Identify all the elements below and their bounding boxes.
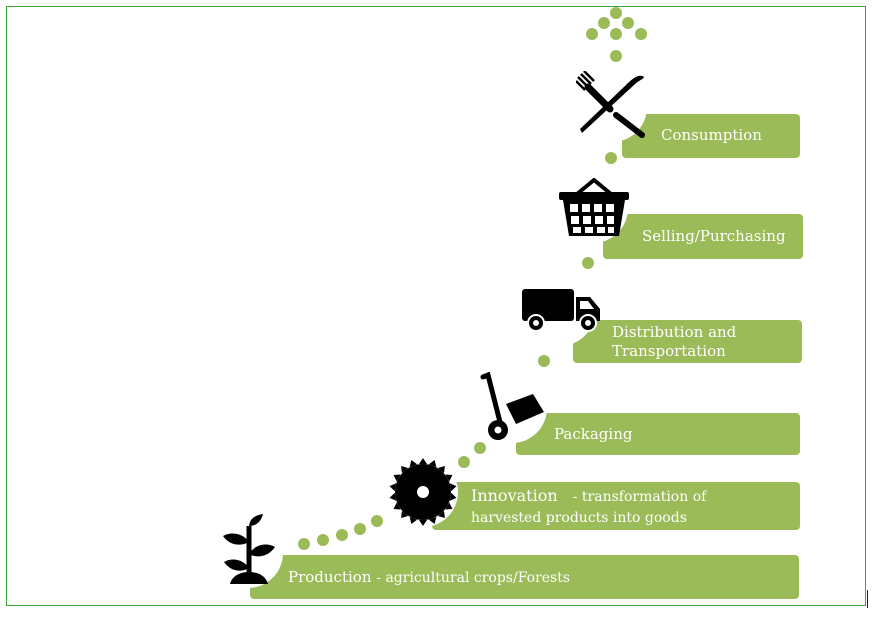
plant-icon [223,514,275,584]
shopping-basket-icon [559,178,629,236]
stage-title: Selling/Purchasing [642,227,786,245]
stage-bar-distribution: Distribution and Transportation [573,320,802,363]
stage-bar-packaging: Packaging [516,413,800,455]
path-dot [354,523,366,535]
path-dot [298,538,310,550]
path-dot [474,442,486,454]
stage-title: Consumption [661,126,762,144]
stage-title: Innovation [471,486,558,505]
path-dot [458,456,470,468]
stage-description-line2: harvested products into goods [471,510,687,526]
diagram-frame [6,6,866,606]
path-dot [582,257,594,269]
text-cursor [867,590,868,608]
path-dot [610,28,622,40]
path-dot [610,50,622,62]
path-dot [598,17,610,29]
path-dot [586,28,598,40]
stage-title-line2: Transportation [612,342,726,360]
path-dot [317,534,329,546]
path-dot [635,28,647,40]
path-dot [605,152,617,164]
fork-knife-icon [576,71,645,138]
stage-bar-consumption: Consumption [622,114,800,158]
stage-description: - agricultural crops/Forests [376,570,571,586]
path-dot [371,515,383,527]
path-dot [538,355,550,367]
stage-bar-innovation: Innovation - transformation of harvested… [432,482,800,530]
hand-truck-icon [480,372,544,440]
stage-title: Packaging [554,425,633,443]
stage-bar-production: Production - agricultural crops/Forests [250,555,799,599]
path-dot [610,7,622,19]
stage-title: Distribution and [612,323,737,341]
truck-icon [522,289,600,332]
stage-bar-selling: Selling/Purchasing [603,214,803,259]
saw-blade-icon [389,458,457,526]
stage-title: Production [288,568,372,586]
path-dot [622,17,634,29]
stage-description: - transformation of [572,489,707,505]
path-dot [336,529,348,541]
